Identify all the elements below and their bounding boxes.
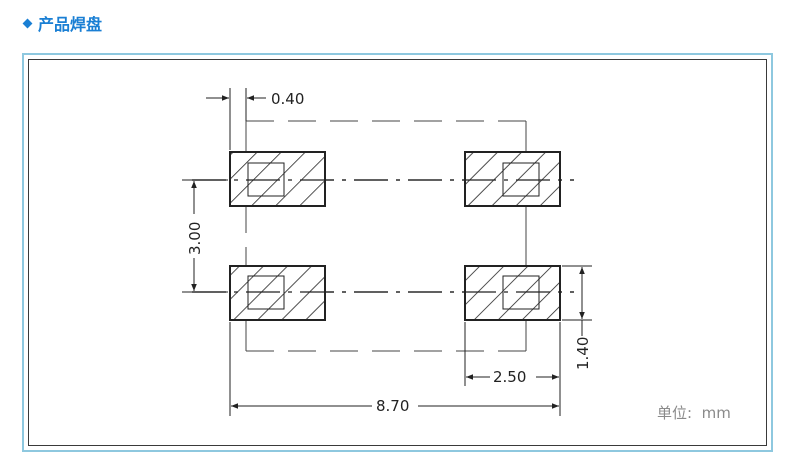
dimension-pad-width: 2.50 xyxy=(464,322,561,386)
dimension-overall-width: 8.70 xyxy=(229,322,561,416)
unit-label: 单位: mm xyxy=(657,404,731,422)
pad-top-right xyxy=(464,151,561,207)
pad-top-left xyxy=(229,151,326,207)
dimension-label-pad-width: 2.50 xyxy=(493,368,526,386)
pad-bottom-left xyxy=(229,265,326,321)
drawing-frame-inner xyxy=(28,59,767,446)
dimension-label-pitch: 3.00 xyxy=(186,222,204,255)
dimension-pitch: 3.00 xyxy=(182,179,228,293)
dimension-label-gap: 0.40 xyxy=(271,90,304,108)
pad-bottom-right xyxy=(464,265,561,321)
dimension-label-overall-width: 8.70 xyxy=(376,397,409,415)
drawing-frame xyxy=(22,53,773,452)
dimension-label-pad-height: 1.40 xyxy=(574,337,592,370)
dimension-gap: 0.40 xyxy=(206,88,304,150)
section-title: 产品焊盘 xyxy=(38,15,103,34)
dimension-pad-height: 1.40 xyxy=(562,265,592,370)
section-header: 产品焊盘 xyxy=(22,12,102,34)
